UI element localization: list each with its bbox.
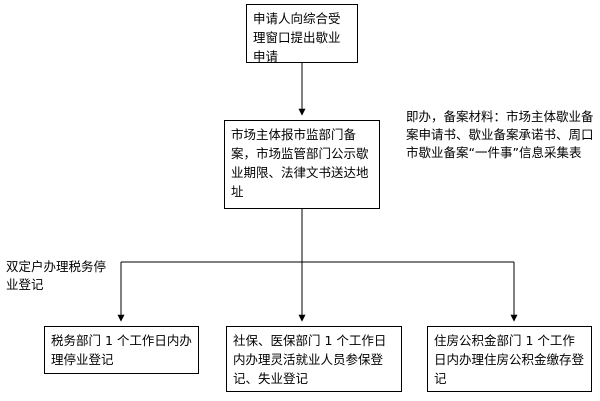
materials-note-text: 即办，备案材料：市场主体歇业备案申请书、歇业备案承诺书、周口市歇业备案“一件事”…: [406, 109, 594, 160]
step-market-box: 市场主体报市监部门备案，市场监管部门公示歇业期限、法律文书送达地址: [224, 120, 380, 209]
dual-fixed-note-text: 双定户办理税务停业登记: [6, 259, 107, 292]
materials-note: 即办，备案材料：市场主体歇业备案申请书、歇业备案承诺书、周口市歇业备案“一件事”…: [406, 108, 594, 162]
branch-housing-box: 住房公积金部门 1 个工作日内办理住房公积金缴存登记: [427, 326, 592, 392]
branch-tax-box: 税务部门 1 个工作日内办理停业登记: [44, 326, 199, 374]
step-market-text: 市场主体报市监部门备案，市场监管部门公示歇业期限、法律文书送达地址: [231, 127, 369, 199]
dual-fixed-note: 双定户办理税务停业登记: [6, 258, 106, 294]
branch-tax-text: 税务部门 1 个工作日内办理停业登记: [51, 333, 192, 367]
step-apply-box: 申请人向综合受理窗口提出歇业申请: [246, 4, 358, 64]
branch-social-box: 社保、医保部门 1 个工作日内办理灵活就业人员参保登记、失业登记: [226, 326, 402, 392]
step-apply-text: 申请人向综合受理窗口提出歇业申请: [253, 11, 341, 64]
branch-housing-text: 住房公积金部门 1 个工作日内办理住房公积金缴存登记: [434, 333, 585, 386]
branch-social-text: 社保、医保部门 1 个工作日内办理灵活就业人员参保登记、失业登记: [233, 333, 387, 386]
